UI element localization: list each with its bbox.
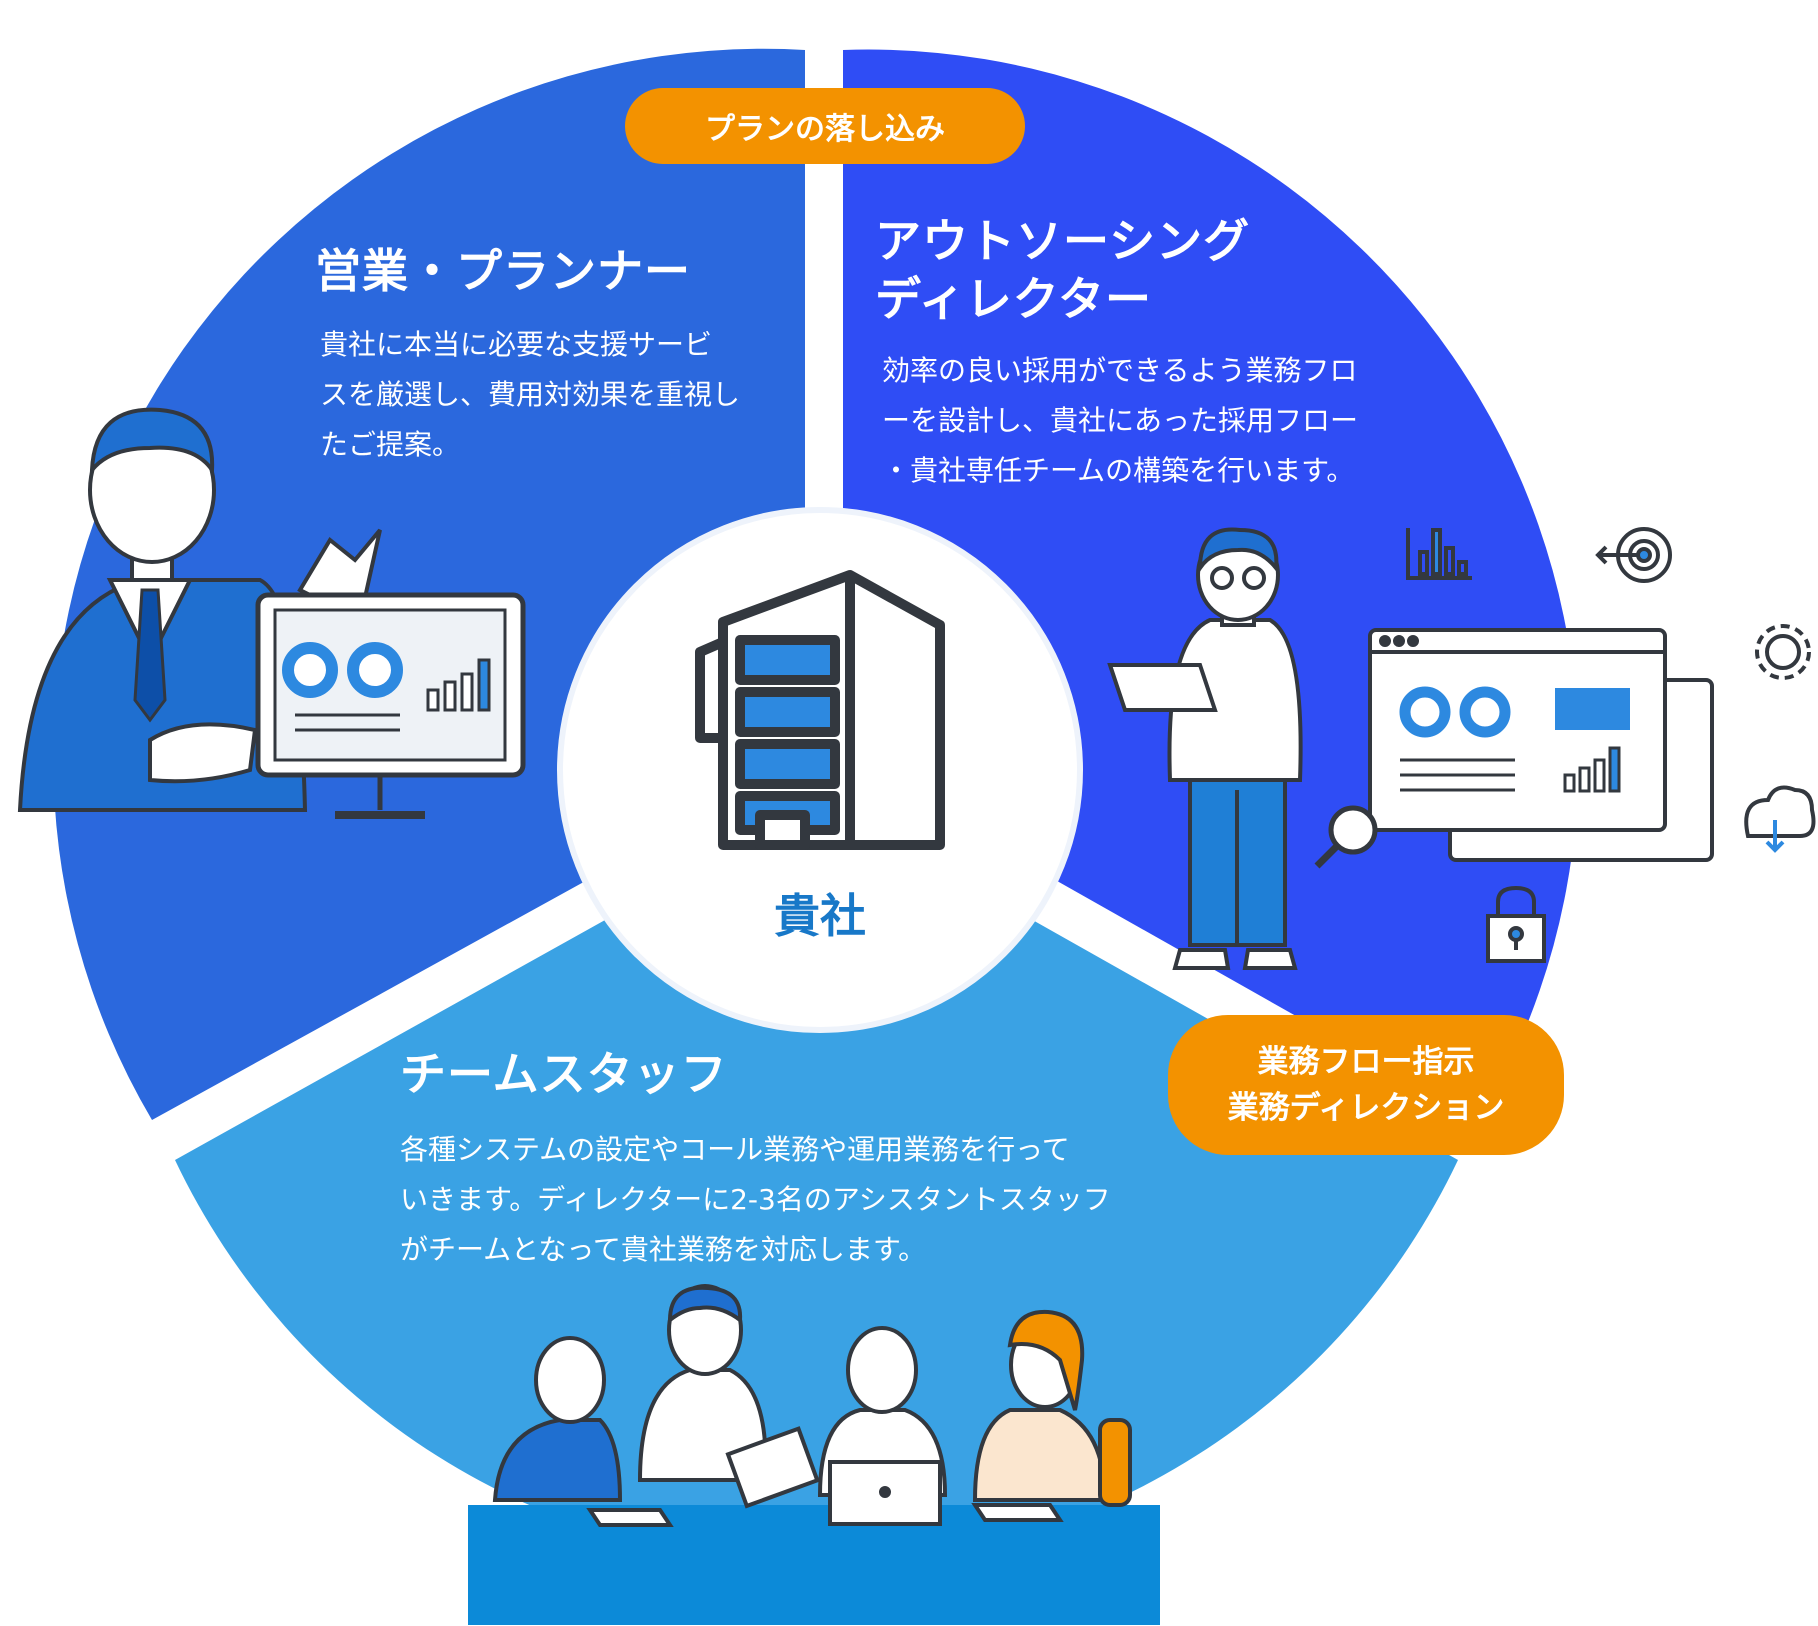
monitor-illustration	[255, 592, 526, 819]
plan-pill: プランの落し込み	[625, 88, 1025, 164]
workflow-pill: 業務フロー指示 業務ディレクション	[1168, 1015, 1564, 1155]
salesperson-illustration	[17, 407, 382, 812]
sales-desc-line: たご提案。	[320, 428, 461, 461]
staff-desc-line: 各種システムの設定やコール業務や運用業務を行って	[400, 1133, 1070, 1166]
sales-title: 営業・プランナー	[315, 244, 691, 298]
cloud-download-icon	[1744, 785, 1816, 853]
target-icon	[1595, 527, 1672, 583]
director-title-line1: アウトソーシング	[875, 214, 1251, 268]
gear-icon	[1755, 624, 1811, 680]
staff-segment	[175, 800, 1458, 1566]
magnifier-icon	[1314, 805, 1378, 869]
sales-description: 貴社に本当に必要な支援サービ スを厳選し、費用対効果を重視し たご提案。	[320, 320, 740, 470]
staff-desc-line: いきます。ディレクターに2-3名のアシスタントスタッフ	[400, 1183, 1111, 1216]
director-illustration	[1107, 527, 1303, 970]
team-staff-illustration	[468, 1284, 1160, 1625]
workflow-pill-line2: 業務ディレクション	[1227, 1090, 1505, 1126]
center-label: 貴社	[774, 889, 866, 943]
director-desc-line: ・貴社専任チームの構築を行います。	[882, 454, 1355, 487]
workflow-pill-line1: 業務フロー指示	[1257, 1044, 1475, 1080]
lock-icon	[1486, 885, 1546, 963]
staff-title: チームスタッフ	[400, 1047, 728, 1101]
dashboard-window-illustration	[1368, 628, 1714, 862]
sales-desc-line: スを厳選し、費用対効果を重視し	[320, 378, 741, 411]
director-title-line2: ディレクター	[875, 272, 1152, 326]
sales-desc-line: 貴社に本当に必要な支援サービ	[320, 328, 713, 361]
bar-chart-icon	[1406, 528, 1472, 580]
building-icon	[695, 570, 945, 850]
director-desc-line: ーを設計し、貴社にあった採用フロー	[882, 404, 1359, 437]
staff-desc-line: がチームとなって貴社業務を対応します。	[400, 1233, 927, 1266]
director-description: 効率の良い採用ができるよう業務フロ ーを設計し、貴社にあった採用フロー ・貴社専…	[882, 346, 1358, 496]
staff-description: 各種システムの設定やコール業務や運用業務を行って いきます。ディレクターに2-3…	[400, 1125, 1111, 1275]
plan-pill-label: プランの落し込み	[705, 112, 945, 147]
director-desc-line: 効率の良い採用ができるよう業務フロ	[882, 354, 1358, 387]
director-title: アウトソーシング ディレクター	[875, 212, 1250, 328]
